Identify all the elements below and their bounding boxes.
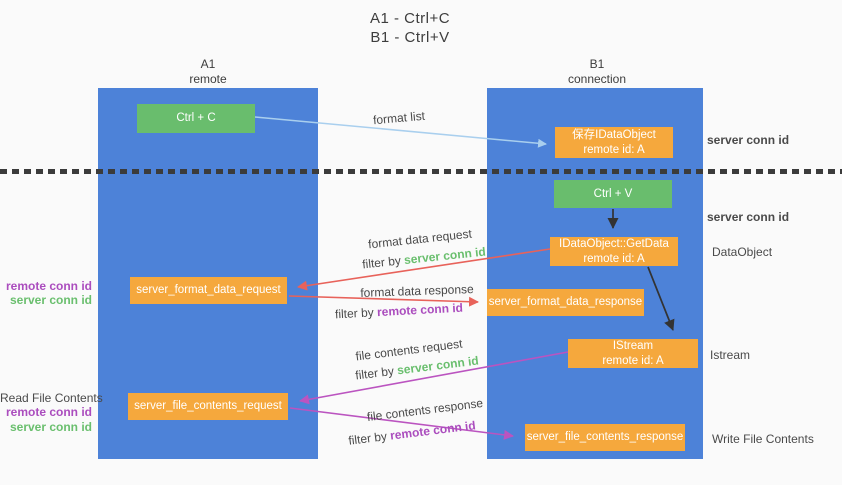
title-line-2: B1 - Ctrl+V <box>370 28 450 46</box>
diagram-title: A1 - Ctrl+C B1 - Ctrl+V <box>370 10 450 48</box>
ctrl-c-label: Ctrl + C <box>176 112 216 125</box>
server-file-contents-response-node: server_file_contents_response <box>525 424 685 451</box>
istream-side-label: Istream <box>710 348 751 362</box>
filter-by-text: filter by <box>334 305 378 322</box>
filter-by-remote-conn-id-label-1: filter by remote conn id <box>335 301 464 322</box>
remote-conn-id-label: remote conn id <box>5 405 92 420</box>
server-conn-id-label: server conn id <box>9 419 92 434</box>
format-list-label: format list <box>372 108 426 128</box>
istream-line2: remote id: A <box>602 354 664 367</box>
format-data-response-label: format data response <box>360 282 474 300</box>
lifeline-b1-header: B1 connection <box>568 57 626 87</box>
save-idataobject-line1: 保存IDataObject <box>572 129 656 142</box>
save-idataobject-line2: remote id: A <box>583 143 645 156</box>
write-file-contents-label: Write File Contents <box>712 432 814 446</box>
read-file-contents-label: Read File Contents <box>0 391 103 405</box>
filter-by-text: filter by <box>347 428 392 448</box>
lifeline-b1-role: connection <box>567 72 627 86</box>
lifeline-a1-role: remote <box>189 72 227 86</box>
server-file-contents-response-label: server_file_contents_response <box>526 431 684 444</box>
ctrl-v-node: Ctrl + V <box>554 180 672 208</box>
server-conn-id-text: server conn id <box>403 244 487 268</box>
phase-separator-dotted-line <box>0 169 842 174</box>
ctrl-v-label: Ctrl + V <box>593 187 633 200</box>
server-format-data-response-label: server_format_data_response <box>488 296 643 309</box>
istream-line1: IStream <box>612 340 654 353</box>
left-conn-ids-format-group: remote conn id server conn id <box>0 279 92 308</box>
istream-node: IStream remote id: A <box>568 339 698 368</box>
server-format-data-response-node: server_format_data_response <box>487 289 644 316</box>
ctrl-c-node: Ctrl + C <box>137 104 255 133</box>
getdata-node: IDataObject::GetData remote id: A <box>550 237 678 266</box>
lifeline-a1-header: A1 remote <box>189 57 226 87</box>
dataobject-label: DataObject <box>712 245 773 259</box>
getdata-line1: IDataObject::GetData <box>559 238 669 251</box>
server-conn-id-label-mid: server conn id <box>707 210 790 224</box>
lifeline-b1-name: B1 <box>589 57 605 71</box>
filter-by-text: filter by <box>361 253 405 272</box>
lifeline-a1-name: A1 <box>200 57 216 71</box>
title-line-1: A1 - Ctrl+C <box>369 10 451 27</box>
read-file-contents-group: Read File Contents remote conn id server… <box>0 391 103 434</box>
server-format-data-request-node: server_format_data_request <box>130 277 287 304</box>
server-conn-id-label: server conn id <box>9 293 92 308</box>
remote-conn-id-label: remote conn id <box>5 279 92 293</box>
filter-by-text: filter by <box>354 363 398 383</box>
remote-conn-id-text: remote conn id <box>389 418 477 443</box>
server-conn-id-label-top: server conn id <box>707 133 790 147</box>
server-format-data-request-label: server_format_data_request <box>136 284 281 297</box>
server-file-contents-request-node: server_file_contents_request <box>128 393 288 420</box>
remote-conn-id-text: remote conn id <box>376 300 464 320</box>
server-file-contents-request-label: server_file_contents_request <box>134 400 282 413</box>
getdata-line2: remote id: A <box>583 252 645 265</box>
save-idataobject-node: 保存IDataObject remote id: A <box>555 127 673 158</box>
